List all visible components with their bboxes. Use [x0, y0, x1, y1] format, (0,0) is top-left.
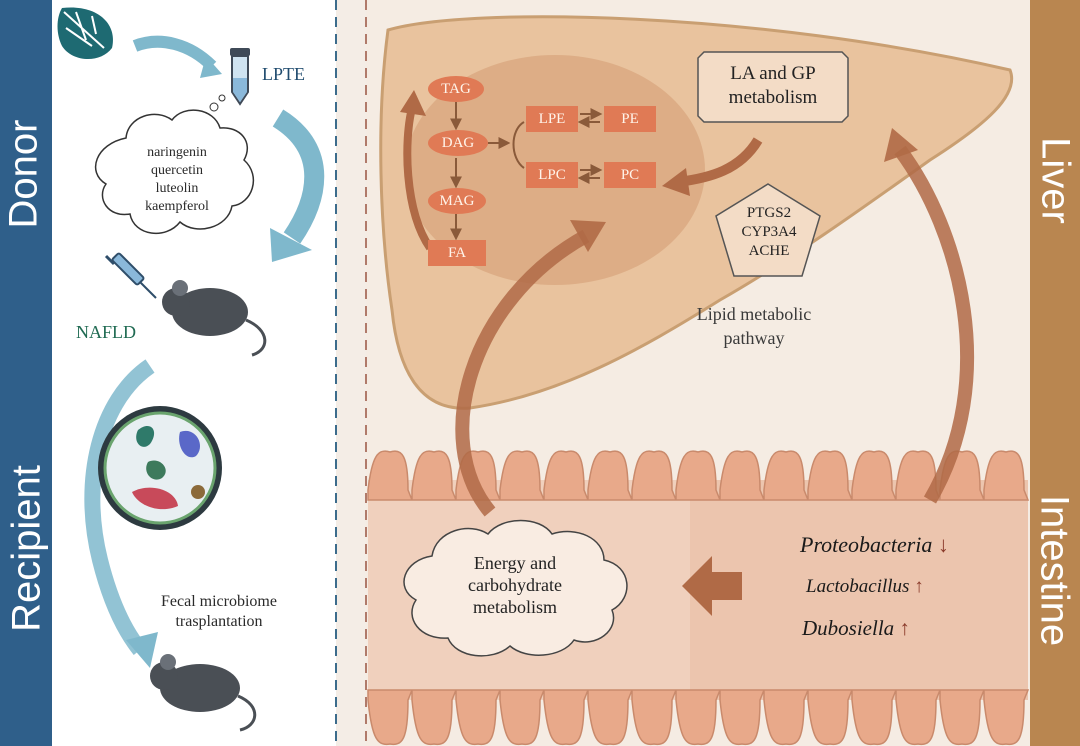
- arrow-energy-to-liver: [455, 229, 590, 517]
- gene-list: PTGS2 CYP3A4 ACHE: [724, 204, 814, 261]
- energy-line-3: metabolism: [473, 597, 557, 617]
- intestine-lumen: [690, 480, 1028, 700]
- node-tag: TAG: [428, 76, 484, 102]
- arrow-fa-to-tag: [403, 107, 434, 251]
- mouse-icon-top: [162, 280, 267, 357]
- bacteria-2-name: Lactobacillus: [806, 576, 910, 597]
- bacteria-1-trend: ↓: [937, 532, 949, 557]
- compound-4: kaempferol: [145, 199, 209, 214]
- branch-bracket: [512, 121, 525, 169]
- energy-line-1: Energy and: [473, 553, 557, 573]
- villi-bottom: [367, 689, 1030, 746]
- energy-label: Energy and carbohydrate metabolism: [430, 552, 600, 618]
- arrow-head-lagp: [662, 168, 690, 196]
- pathway-line-1: Lipid metabolic: [696, 304, 812, 324]
- la-gp-text: LA and GP metabolism: [700, 62, 846, 110]
- arrow-head-blue-2: [270, 228, 312, 262]
- energy-line-2: carbohydrate: [468, 575, 562, 595]
- pathway-line-2: pathway: [723, 328, 785, 348]
- gene-3: ACHE: [748, 243, 790, 259]
- node-lpe: LPE: [526, 106, 578, 132]
- fmt-line-1: Fecal microbiome: [161, 593, 277, 610]
- exchange-arrows-pc: [577, 164, 603, 184]
- node-fa: FA: [428, 240, 486, 266]
- arrow-head-energy: [570, 220, 606, 252]
- gene-2: CYP3A4: [741, 224, 797, 240]
- bacteria-3: Dubosiella ↑: [802, 616, 910, 641]
- arrow-head-blue-3: [126, 632, 158, 668]
- intestine-label: Intestine: [1032, 494, 1077, 647]
- pathway-label: Lipid metabolic pathway: [664, 302, 844, 350]
- cloud-bubble-2: [218, 94, 226, 102]
- compounds-cloud: [95, 109, 255, 235]
- nafld-label: NAFLD: [76, 322, 137, 342]
- arrow-lpte-to-mouse: [272, 109, 325, 244]
- donor-label: Donor: [1, 119, 46, 229]
- villi-top: [367, 450, 1030, 501]
- fmt-line-2: trasplantation: [175, 613, 263, 630]
- la-gp-box: [697, 51, 849, 123]
- la-gp-line-2: metabolism: [728, 87, 818, 108]
- bacteria-1-name: Proteobacteria: [800, 532, 933, 557]
- fmt-label: Fecal microbiome trasplantation: [134, 592, 304, 632]
- petri-dish-icon: [98, 406, 222, 530]
- mouse-icon-bottom: [150, 654, 257, 732]
- energy-cloud: [403, 519, 628, 657]
- node-lpc: LPC: [526, 162, 578, 188]
- node-pe: PE: [604, 106, 656, 132]
- bacteria-2: Lactobacillus ↑: [806, 576, 924, 598]
- bacteria-3-name: Dubosiella: [802, 616, 895, 640]
- arrow-intestine-to-lagp: [894, 145, 974, 504]
- bacteria-3-trend: ↑: [899, 616, 910, 640]
- node-mag: MAG: [428, 188, 486, 214]
- arrow-head-cycle: [400, 90, 426, 116]
- node-dag: DAG: [428, 130, 488, 156]
- arrow-head-lagp-up: [884, 128, 918, 162]
- recipient-label: Recipient: [4, 465, 49, 632]
- tube-icon: [230, 48, 250, 106]
- compound-3: luteolin: [155, 181, 199, 196]
- arrow-bacteria-to-energy: [682, 556, 742, 616]
- bacteria-1: Proteobacteria ↓: [800, 532, 949, 558]
- exchange-arrows-pe: [577, 108, 603, 128]
- donor-recipient-bar: [0, 0, 52, 746]
- bacteria-2-trend: ↑: [914, 576, 924, 597]
- gene-1: PTGS2: [746, 205, 792, 221]
- cloud-bubble-1: [209, 102, 219, 112]
- compound-1: naringenin: [147, 145, 207, 160]
- lpte-label: LPTE: [262, 64, 305, 84]
- leaf-icon: [57, 7, 113, 60]
- compounds-list: naringenin quercetin luteolin kaempferol: [112, 144, 242, 216]
- arrow-to-recipient: [84, 359, 155, 655]
- node-pc: PC: [604, 162, 656, 188]
- syringe-icon: [104, 252, 157, 299]
- la-gp-line-1: LA and GP: [730, 63, 816, 84]
- gene-pentagon: [715, 183, 821, 277]
- compound-2: quercetin: [150, 163, 204, 178]
- liver-label: Liver: [1033, 137, 1078, 224]
- liver-intestine-bar: [1030, 0, 1080, 746]
- arrow-head-blue-1: [200, 56, 222, 78]
